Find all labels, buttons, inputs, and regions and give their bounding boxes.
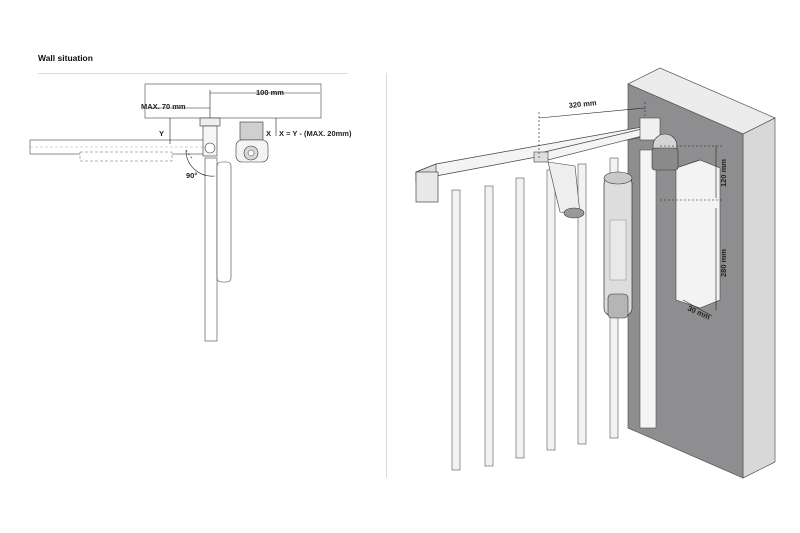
dim-320mm: 320 mm <box>568 98 597 110</box>
dimension-lines <box>538 102 722 317</box>
gate-leaf-open <box>29 139 206 162</box>
gate-leaf-closed <box>204 157 232 342</box>
dim-120mm: 120 mm <box>719 159 728 187</box>
gate-post <box>639 149 657 429</box>
hinge-head <box>639 117 679 171</box>
dim-y: Y <box>159 129 164 138</box>
hinge-post <box>199 117 221 157</box>
dim-formula: X = Y - (MAX. 20mm) <box>279 129 352 138</box>
wall-mount-plate <box>675 159 721 309</box>
closer-cylinder <box>603 171 633 319</box>
closer-unit <box>235 139 269 163</box>
title-divider <box>38 73 348 74</box>
gate-bars <box>451 157 619 471</box>
wall-block <box>144 83 322 119</box>
dim-max-70mm: MAX. 70 mm <box>141 102 186 111</box>
page-title: Wall situation <box>38 53 93 63</box>
dim-280mm: 280 mm <box>719 249 728 277</box>
dim-angle-90: 90° <box>186 171 197 180</box>
dim-100mm: 100 mm <box>256 88 284 97</box>
dim-x: X <box>266 129 271 138</box>
panel-divider <box>386 73 387 478</box>
